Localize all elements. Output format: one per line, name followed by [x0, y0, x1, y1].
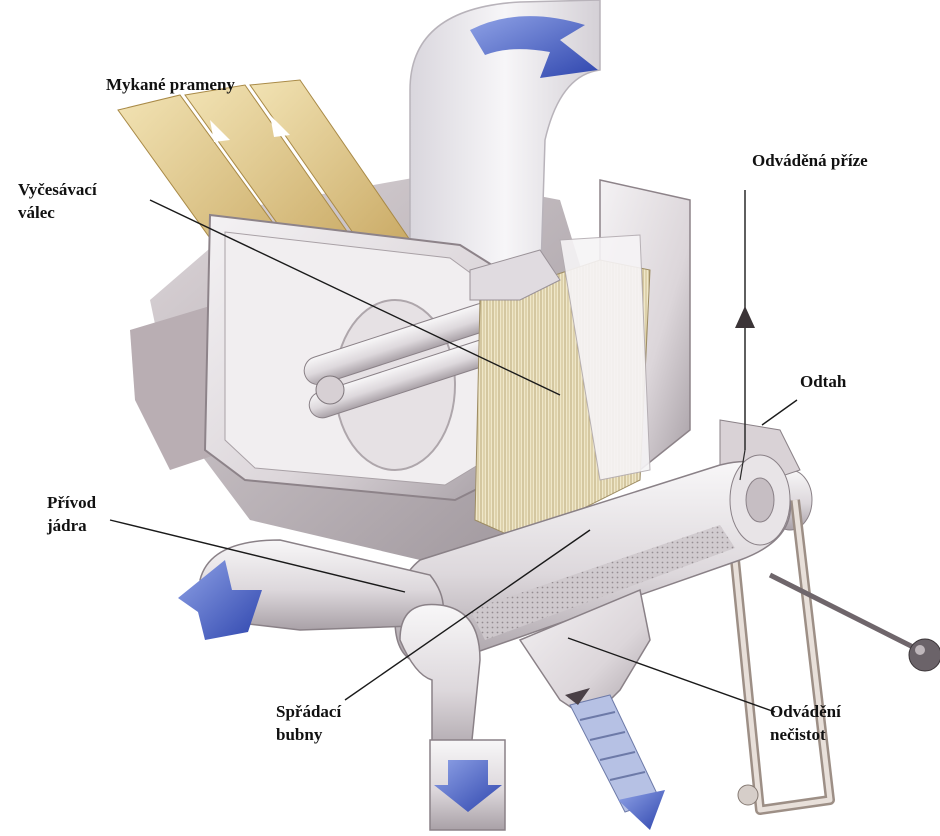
- label-sliver-feed-text: Mykané prameny: [106, 73, 235, 96]
- label-sliver-feed: Mykané prameny: [106, 73, 235, 96]
- label-spinning-drums-line2: bubny: [276, 723, 341, 746]
- label-take-off: Odtah: [800, 370, 846, 393]
- label-opening-roller-line2: válec: [18, 201, 97, 224]
- label-opening-roller-line1: Vyčesávací: [18, 178, 97, 201]
- label-waste-removal-line2: nečistot: [770, 723, 841, 746]
- label-take-off-text: Odtah: [800, 370, 846, 393]
- label-core-feed: Přívod jádra: [47, 491, 96, 537]
- label-core-feed-line2: jádra: [47, 514, 96, 537]
- label-waste-removal: Odvádění nečistot: [770, 700, 841, 746]
- label-spinning-drums-line1: Spřádací: [276, 700, 341, 723]
- label-opening-roller: Vyčesávací válec: [18, 178, 97, 224]
- label-yarn-output: Odváděná příze: [752, 149, 868, 172]
- label-waste-removal-line1: Odvádění: [770, 700, 841, 723]
- label-core-feed-line1: Přívod: [47, 491, 96, 514]
- label-yarn-output-text: Odváděná příze: [752, 149, 868, 172]
- opening-roller: [470, 235, 650, 540]
- label-spinning-drums: Spřádací bubny: [276, 700, 341, 746]
- yarn-direction-arrow: [735, 306, 755, 328]
- leader-odtah: [762, 400, 797, 425]
